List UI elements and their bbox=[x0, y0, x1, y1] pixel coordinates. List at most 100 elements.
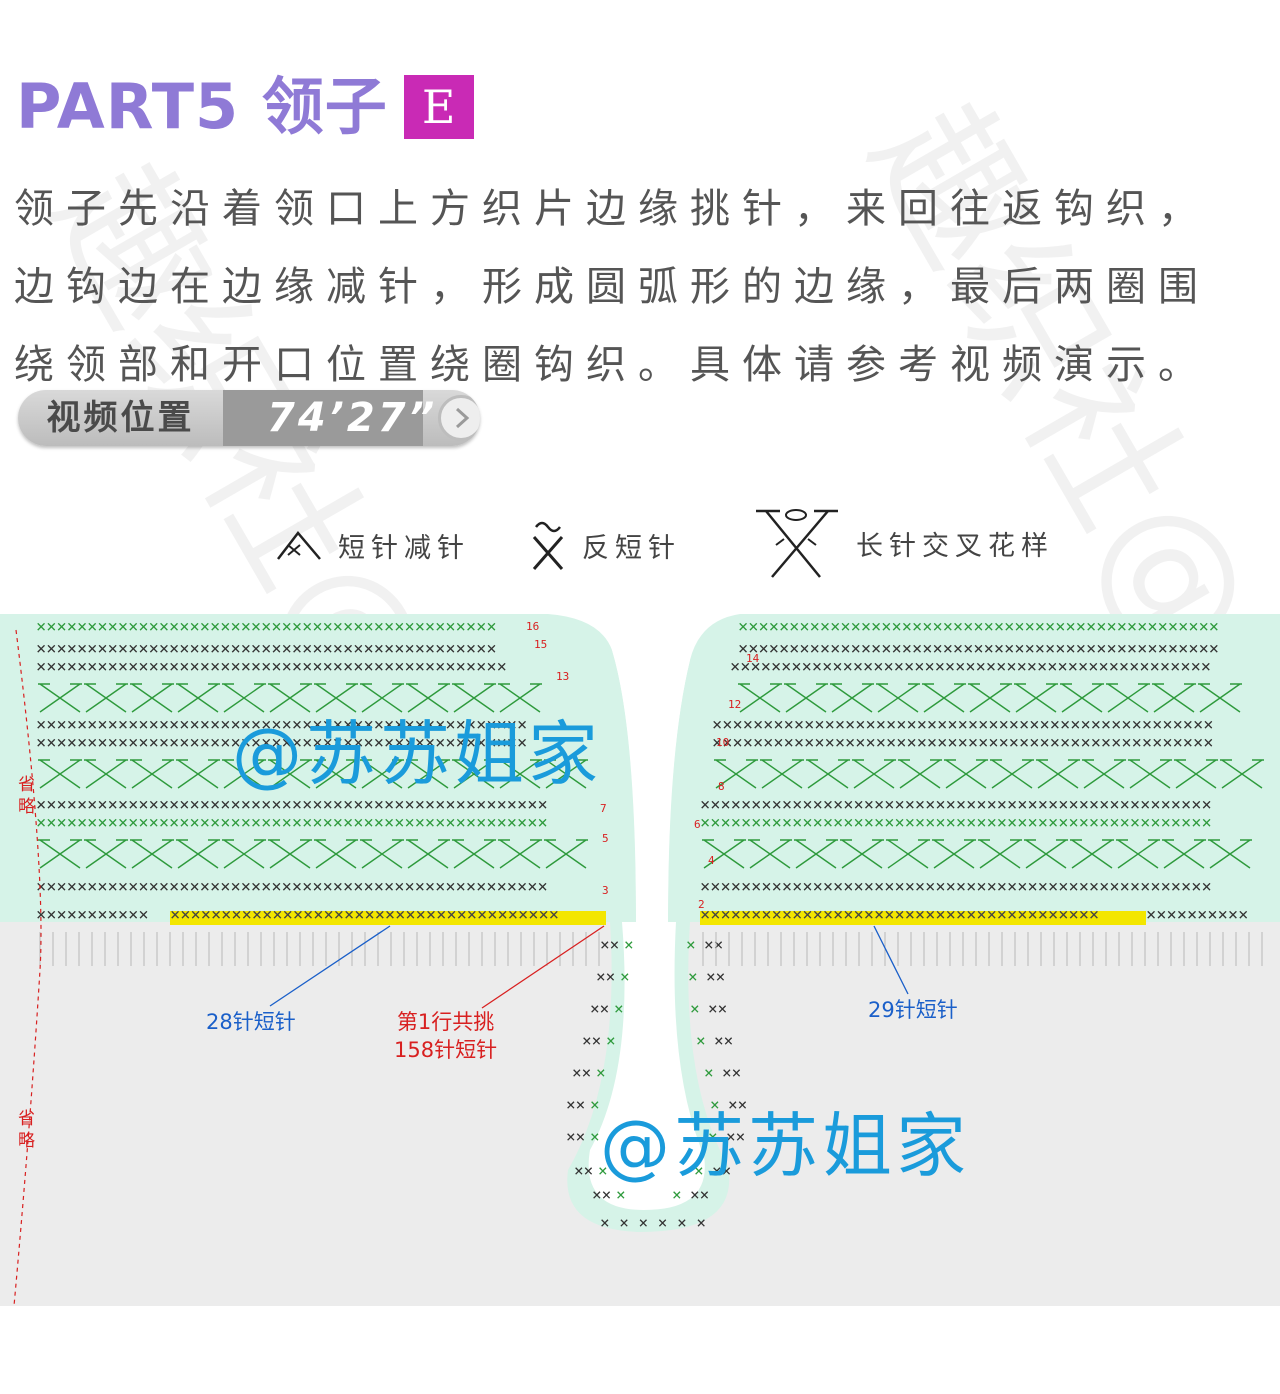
row-number: 4 bbox=[708, 854, 715, 867]
section-badge: E bbox=[403, 75, 474, 139]
sc-stitch-row: ×××××××××× bbox=[1146, 905, 1248, 925]
sc-stitch-row: ××××××××××××××××××××××××××××××××××××××××… bbox=[700, 813, 1212, 833]
sc-stitch: ×× bbox=[722, 1063, 741, 1082]
sc-stitch: × bbox=[704, 1063, 714, 1082]
part-header: PART5 领子 E bbox=[16, 72, 474, 142]
video-position-button[interactable]: 视频位置 74’27” bbox=[18, 390, 480, 446]
callout-line-left bbox=[269, 925, 391, 1007]
sc-stitch-row: ××××××××××××××××××××××××××××××××××××××××… bbox=[36, 617, 497, 637]
sc-stitch-row: × × × × × × bbox=[600, 1213, 706, 1232]
sc-stitch-row: ××××××××××××××××××××××××××××××××××××××××… bbox=[36, 639, 497, 659]
sc-stitch: × bbox=[708, 1127, 718, 1146]
watermark-text: @苏苏姐家 bbox=[232, 713, 602, 795]
row-number: 14 bbox=[746, 652, 760, 665]
callout-line: 158针短针 bbox=[394, 1038, 498, 1062]
sc-stitch: ×× bbox=[566, 1095, 585, 1114]
callout-line-right bbox=[873, 925, 909, 995]
sc-stitch: ×× bbox=[574, 1161, 593, 1180]
legend-label: 长针交叉花样 bbox=[856, 530, 1054, 562]
sc-stitch: ×× bbox=[566, 1127, 585, 1146]
callout-line: 第1行共挑 bbox=[396, 1010, 495, 1034]
sc-stitch: × bbox=[672, 1185, 682, 1204]
row-number: 12 bbox=[728, 698, 741, 711]
sc-stitch: × bbox=[620, 967, 630, 986]
sc-stitch: × bbox=[590, 1127, 600, 1146]
sc-stitch: × bbox=[606, 1031, 616, 1050]
sc-stitch: × bbox=[614, 999, 624, 1018]
dc-cross-row bbox=[38, 683, 542, 713]
sc-stitch-row: ××××××××××××××××××××××××××××××××××××××××… bbox=[712, 733, 1214, 753]
sc-stitch: × bbox=[598, 1161, 608, 1180]
collar-chart-canvas: ××××××××××××××××××××××××××××××××××××××××… bbox=[0, 614, 1280, 1307]
sc-stitch-row: ××××××××××××××××××××××××××××××××××××××××… bbox=[36, 795, 548, 815]
instruction-line: 绕领部和开口位置绕圈钩织。具体请参考视频演示。 bbox=[14, 342, 1210, 388]
sc-stitch: × bbox=[596, 1063, 606, 1082]
row-number: 10 bbox=[716, 736, 729, 749]
omit-label: 省略 bbox=[18, 775, 35, 817]
reverse-sc-symbol-icon bbox=[532, 521, 564, 570]
watermark-text: @苏苏姐家 bbox=[600, 1105, 970, 1187]
dc-cross-pattern-symbol-icon bbox=[756, 509, 838, 578]
play-icon[interactable] bbox=[438, 395, 480, 441]
sc-stitch: ×× bbox=[582, 1031, 601, 1050]
legend-item-dc-cross: 长针交叉花样 bbox=[752, 508, 1054, 578]
legend-label: 反短针 bbox=[582, 532, 681, 564]
instruction-line: 领子先沿着领口上方织片边缘挑针，来回往返钩织， bbox=[14, 186, 1210, 232]
sc-stitch: ×× bbox=[706, 967, 725, 986]
sc-stitch-row: ××××××××××××××××××××××××××××××××××××××××… bbox=[730, 657, 1211, 677]
dc-cross-row bbox=[714, 759, 1264, 789]
legend-item-reverse-sc: 反短针 bbox=[528, 510, 681, 580]
sc-stitch: × bbox=[624, 935, 634, 954]
highlight-row-left bbox=[170, 911, 606, 925]
sc-stitch-row: ××××××××××××××××××××××××××××××××××××××××… bbox=[36, 657, 507, 677]
sc-stitch: × bbox=[616, 1185, 626, 1204]
sc-stitch: ×× bbox=[600, 935, 619, 954]
sc-stitch-row: ××××××××××××××××××××××××××××××××××××××××… bbox=[738, 639, 1219, 659]
sc-stitch: ×× bbox=[596, 967, 615, 986]
callout-right-29-sc: 29针短针 bbox=[868, 998, 958, 1022]
row-number: 6 bbox=[694, 818, 701, 831]
base-chain-stitches bbox=[39, 932, 1263, 966]
sc-stitch: ×× bbox=[728, 1095, 747, 1114]
dc-cross-row bbox=[38, 759, 588, 789]
sc-stitch: × bbox=[686, 935, 696, 954]
omit-guide-line bbox=[13, 629, 42, 1307]
sc-stitch-row: ××××××××××××××××××××××××××××××××××××××××… bbox=[36, 813, 548, 833]
row-number: 2 bbox=[698, 898, 705, 911]
row-number: 16 bbox=[526, 620, 539, 633]
row-number: 15 bbox=[534, 638, 547, 651]
dc-cross-row bbox=[738, 683, 1242, 713]
row-number: 13 bbox=[556, 670, 569, 683]
page-title: PART5 领子 bbox=[16, 70, 388, 143]
instruction-line: 边钩边在边缘减针，形成圆弧形的边缘，最后两圈围 bbox=[14, 264, 1210, 310]
sc-stitch-row: ×××××××××××××××××××××××××××××××××××××× bbox=[170, 905, 559, 925]
sc-stitch: × bbox=[694, 1161, 704, 1180]
sc-stitch: × bbox=[590, 1095, 600, 1114]
sc-stitch: × bbox=[690, 999, 700, 1018]
sc-stitch-row: ××××××××××××××××××××××××××××××××××××××××… bbox=[36, 715, 527, 735]
sc-stitch-row: ××××××××××××××××××××××××××××××××××××××××… bbox=[738, 617, 1219, 637]
row-number: 5 bbox=[602, 832, 609, 845]
instruction-text: 领子先沿着领口上方织片边缘挑针，来回往返钩织， 边钩边在边缘减针，形成圆弧形的边… bbox=[14, 170, 1276, 404]
video-timestamp: 74’27” bbox=[223, 390, 434, 446]
sc-stitch: ×× bbox=[714, 1031, 733, 1050]
row-number: 3 bbox=[602, 884, 609, 897]
sc-stitch: ×× bbox=[712, 1161, 731, 1180]
sc-stitch: ×× bbox=[704, 935, 723, 954]
sc-stitch-row: ××××××××××××××××××××××××××××××××××××××××… bbox=[36, 877, 548, 897]
sc-stitch: ×× bbox=[708, 999, 727, 1018]
keyhole-opening bbox=[588, 922, 705, 1210]
collar-crochet-chart: ××××××××××××××××××××××××××××××××××××××××… bbox=[0, 610, 1280, 1310]
sc-stitch-row: ××××××××××××××××××××××××××××××××××××××× bbox=[700, 905, 1099, 925]
row-number: 7 bbox=[600, 802, 607, 815]
highlight-row-right bbox=[700, 911, 1146, 925]
sc-stitch: ×× bbox=[590, 999, 609, 1018]
stitch-symbols: ××××××××××××××××××××××××××××××××××××××××… bbox=[36, 617, 1264, 1232]
dc-cross-row bbox=[702, 839, 1252, 869]
callout-line-center bbox=[481, 925, 605, 1009]
sc-stitch-row: ××××××××××××××××××××××××××××××××××××××××… bbox=[700, 795, 1212, 815]
omit-label: 省略 bbox=[18, 1109, 35, 1151]
sc-decrease-symbol-icon bbox=[277, 531, 321, 560]
video-position-label: 视频位置 bbox=[46, 398, 195, 438]
legend-item-sc-decrease: 短针减针 bbox=[274, 510, 470, 580]
